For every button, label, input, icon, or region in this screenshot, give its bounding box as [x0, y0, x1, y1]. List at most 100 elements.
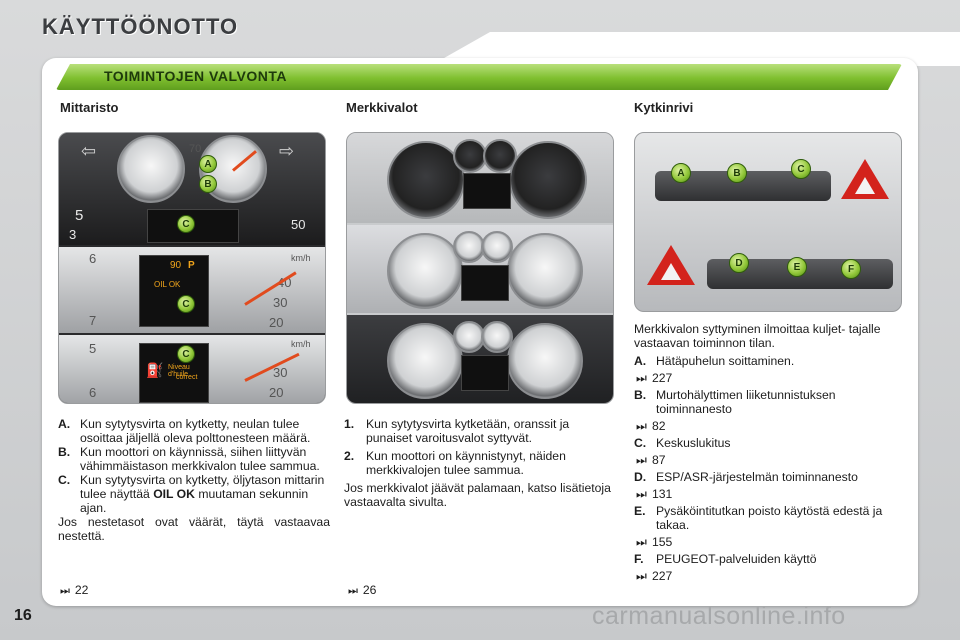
arrow-left-icon: ⇦	[81, 141, 97, 161]
page-ref[interactable]: ⏭ 227	[636, 371, 906, 385]
item-text: PEUGEOT-palveluiden käyttö	[656, 552, 817, 566]
item-label: C.	[634, 436, 647, 450]
display-value: OIL OK	[154, 280, 181, 289]
oil-display: 90 P OIL OK	[139, 255, 209, 327]
watermark: carmanualsonline.info	[592, 602, 846, 630]
middle-text-block: 1. Kun sytytysvirta kytketään, oranssit …	[344, 417, 618, 509]
page-ref[interactable]: ⏭82	[636, 419, 906, 433]
marker-b: B	[199, 175, 217, 193]
page-ref-icon: ⏭	[348, 585, 358, 597]
right-text-block: Merkkivalon syttyminen ilmoittaa kuljet-…	[634, 322, 906, 586]
small-gauge	[481, 321, 513, 353]
list-item: D.ESP/ASR-järjestelmän toiminnanesto	[634, 470, 906, 484]
middle-heading: Merkkivalot	[346, 100, 418, 115]
ref-number: 227	[651, 371, 673, 385]
list-item: B. Kun moottori on käynnissä, siihen lii…	[58, 445, 330, 473]
right-list: A.Hätäpuhelun soittaminen. ⏭227 B.Murtoh…	[634, 354, 906, 583]
item-text-part: Kun sytytysvirta on kytketty, öljytason …	[80, 473, 325, 501]
ref-number: 22	[74, 583, 89, 597]
small-gauge	[481, 231, 513, 263]
item-text: Keskuslukitus	[656, 436, 731, 450]
hazard-inner-icon	[661, 263, 681, 280]
middle-page-ref[interactable]: ⏭ 26	[348, 583, 376, 598]
instrument-strip-2: 90 P OIL OK C 6 40 30 20 7 km/h	[59, 247, 325, 333]
marker-a: A	[199, 155, 217, 173]
item-text: Pysäköintitutkan poisto käytöstä edestä …	[656, 504, 883, 532]
oil-ok-text: OIL OK	[153, 487, 195, 501]
ref-number: 87	[651, 453, 666, 467]
dark-gauge	[509, 141, 587, 219]
gauge-number: 5	[75, 207, 84, 224]
page-ref-icon: ⏭	[636, 453, 647, 467]
item-label: C.	[58, 473, 71, 487]
speed-needle	[244, 352, 300, 382]
gauge-number: 50	[291, 217, 306, 232]
item-label: E.	[634, 504, 646, 518]
marker-c: C	[177, 215, 195, 233]
hazard-inner-icon	[855, 177, 875, 194]
item-label: B.	[58, 445, 71, 459]
page-ref[interactable]: ⏭155	[636, 535, 906, 549]
gauge-number: 6	[89, 251, 97, 266]
ref-number: 131	[651, 487, 673, 501]
marker-b: B	[727, 163, 747, 183]
left-note: Jos nestetasot ovat väärät, täytä vastaa…	[58, 515, 330, 543]
item-label: 1.	[344, 417, 355, 431]
display-value: 90	[170, 260, 182, 271]
list-item: F.PEUGEOT-palveluiden käyttö	[634, 552, 906, 566]
list-item: C. Kun sytytysvirta on kytketty, öljytas…	[58, 473, 330, 515]
gauge-number: 30	[273, 365, 288, 380]
gauge-number: 20	[269, 315, 284, 330]
item-text: Kun moottori on käynnistynyt, näiden mer…	[366, 449, 566, 477]
center-display	[463, 173, 511, 209]
display-value: P	[188, 260, 195, 271]
warning-lights-image	[346, 132, 614, 404]
item-text: Murtohälyttimen liiketunnistuksen toimin…	[656, 388, 836, 416]
page-ref[interactable]: ⏭227	[636, 569, 906, 583]
list-item: C. Keskuslukitus	[634, 436, 906, 450]
marker-f: F	[841, 259, 861, 279]
left-heading: Mittaristo	[60, 100, 119, 115]
ref-number: 82	[651, 419, 666, 433]
right-heading: Kytkinrivi	[634, 100, 694, 115]
page-number: 16	[14, 607, 32, 624]
gauge-number: 70	[189, 143, 202, 155]
light-gauge	[507, 323, 583, 399]
page-ref-icon: ⏭	[636, 371, 647, 385]
cluster-2	[347, 225, 613, 313]
oil-level-display: ⛽ Niveau d'huile correct	[139, 343, 209, 403]
item-text: Kun sytytysvirta on kytketty, öljytason …	[80, 473, 330, 515]
marker-c: C	[791, 159, 811, 179]
marker-c: C	[177, 345, 195, 363]
instrument-panel-image: 5 70 50 3 ⇦ ⇨ A B C 90 P OIL OK C 6 40 3…	[58, 132, 326, 404]
section-title: TOIMINTOJEN VALVONTA	[104, 68, 287, 84]
item-text: ESP/ASR-järjestelmän toiminnanesto	[656, 470, 858, 484]
switch-panel-image: A B C D E F	[634, 132, 902, 312]
small-gauge	[453, 321, 485, 353]
page-ref-icon: ⏭	[636, 535, 647, 549]
page-ref-icon: ⏭	[636, 569, 647, 583]
small-gauge	[453, 139, 487, 173]
page-ref[interactable]: ⏭ 87	[636, 453, 906, 467]
gauge-number: 30	[273, 295, 288, 310]
page-ref[interactable]: ⏭ 131	[636, 487, 906, 501]
item-text: Kun moottori on käynnissä, siihen liitty…	[80, 445, 320, 473]
list-item: 1. Kun sytytysvirta kytketään, oranssit …	[344, 417, 618, 445]
item-label: 2.	[344, 449, 355, 463]
list-item: B. Murtohälyttimen liiketunnistuksen toim…	[634, 388, 906, 416]
ref-number: 26	[362, 583, 377, 597]
cluster-3	[347, 315, 613, 403]
item-label: B.	[634, 388, 647, 402]
instrument-strip-3: ⛽ Niveau d'huile correct C 5 30 20 6 km/…	[59, 335, 325, 403]
left-page-ref[interactable]: ⏭22	[60, 583, 88, 598]
cluster-1	[347, 133, 613, 223]
fuel-gauge	[117, 135, 185, 203]
marker-a: A	[671, 163, 691, 183]
page-ref-icon: ⏭	[636, 487, 647, 501]
display-text: Niveau d'huile	[168, 364, 190, 378]
oil-can-icon: ⛽	[146, 362, 164, 378]
gauge-number: 5	[89, 341, 97, 356]
arrow-right-icon: ⇨	[279, 141, 295, 161]
item-text: Kun sytytysvirta on kytketty, neulan tul…	[80, 417, 311, 445]
right-intro: Merkkivalon syttyminen ilmoittaa kuljet-…	[634, 322, 881, 350]
